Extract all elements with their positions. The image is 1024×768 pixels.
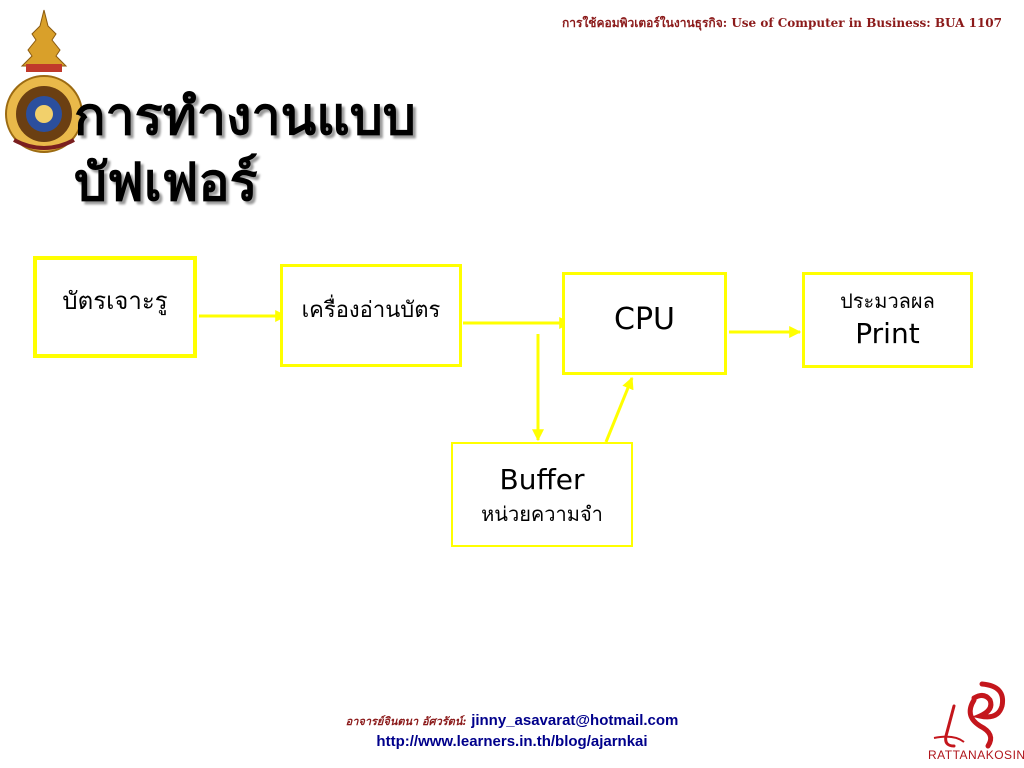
print-sub-label: ประมวลผล bbox=[840, 289, 935, 313]
print-box: ประมวลผล Print bbox=[802, 272, 973, 368]
cpu-label: CPU bbox=[614, 302, 675, 337]
rattanakosin-logo-text: RATTANAKOSIN bbox=[928, 748, 1024, 762]
author-label: อาจารย์จินตนา อัศวรัตน์: bbox=[345, 715, 467, 728]
card-reader-label: เครื่องอ่านบัตร bbox=[301, 298, 441, 323]
card-reader-box: เครื่องอ่านบัตร bbox=[280, 264, 462, 367]
title-line-1: การทำงานแบบ bbox=[74, 87, 416, 147]
punch-card-label: บัตรเจาะรู bbox=[62, 286, 168, 315]
buffer-box: Buffer หน่วยความจำ bbox=[451, 442, 633, 547]
slide-title: การทำงานแบบ บัฟเฟอร์ bbox=[74, 84, 416, 216]
title-line-2: บัฟเฟอร์ bbox=[74, 153, 258, 213]
rattanakosin-logo-icon bbox=[933, 681, 1006, 749]
punch-card-box: บัตรเจาะรู bbox=[33, 256, 197, 358]
university-emblem-icon bbox=[5, 9, 83, 153]
course-header: การใช้คอมพิวเตอร์ในงานธุรกิจ: Use of Com… bbox=[562, 16, 1002, 30]
author-email-link[interactable]: jinny_asavarat@hotmail.com bbox=[471, 712, 679, 729]
buffer-main-label: Buffer bbox=[499, 462, 585, 496]
cpu-box: CPU bbox=[562, 272, 727, 375]
print-main-label: Print bbox=[855, 317, 920, 350]
blog-url-link[interactable]: http://www.learners.in.th/blog/ajarnkai bbox=[376, 733, 648, 750]
arrow-buffer-to-cpu bbox=[604, 376, 634, 443]
buffer-sub-label: หน่วยความจำ bbox=[481, 501, 603, 526]
footer-contact: อาจารย์จินตนา อัศวรัตน์: jinny_asavarat@… bbox=[0, 710, 1024, 732]
footer: อาจารย์จินตนา อัศวรัตน์: jinny_asavarat@… bbox=[0, 710, 1024, 752]
